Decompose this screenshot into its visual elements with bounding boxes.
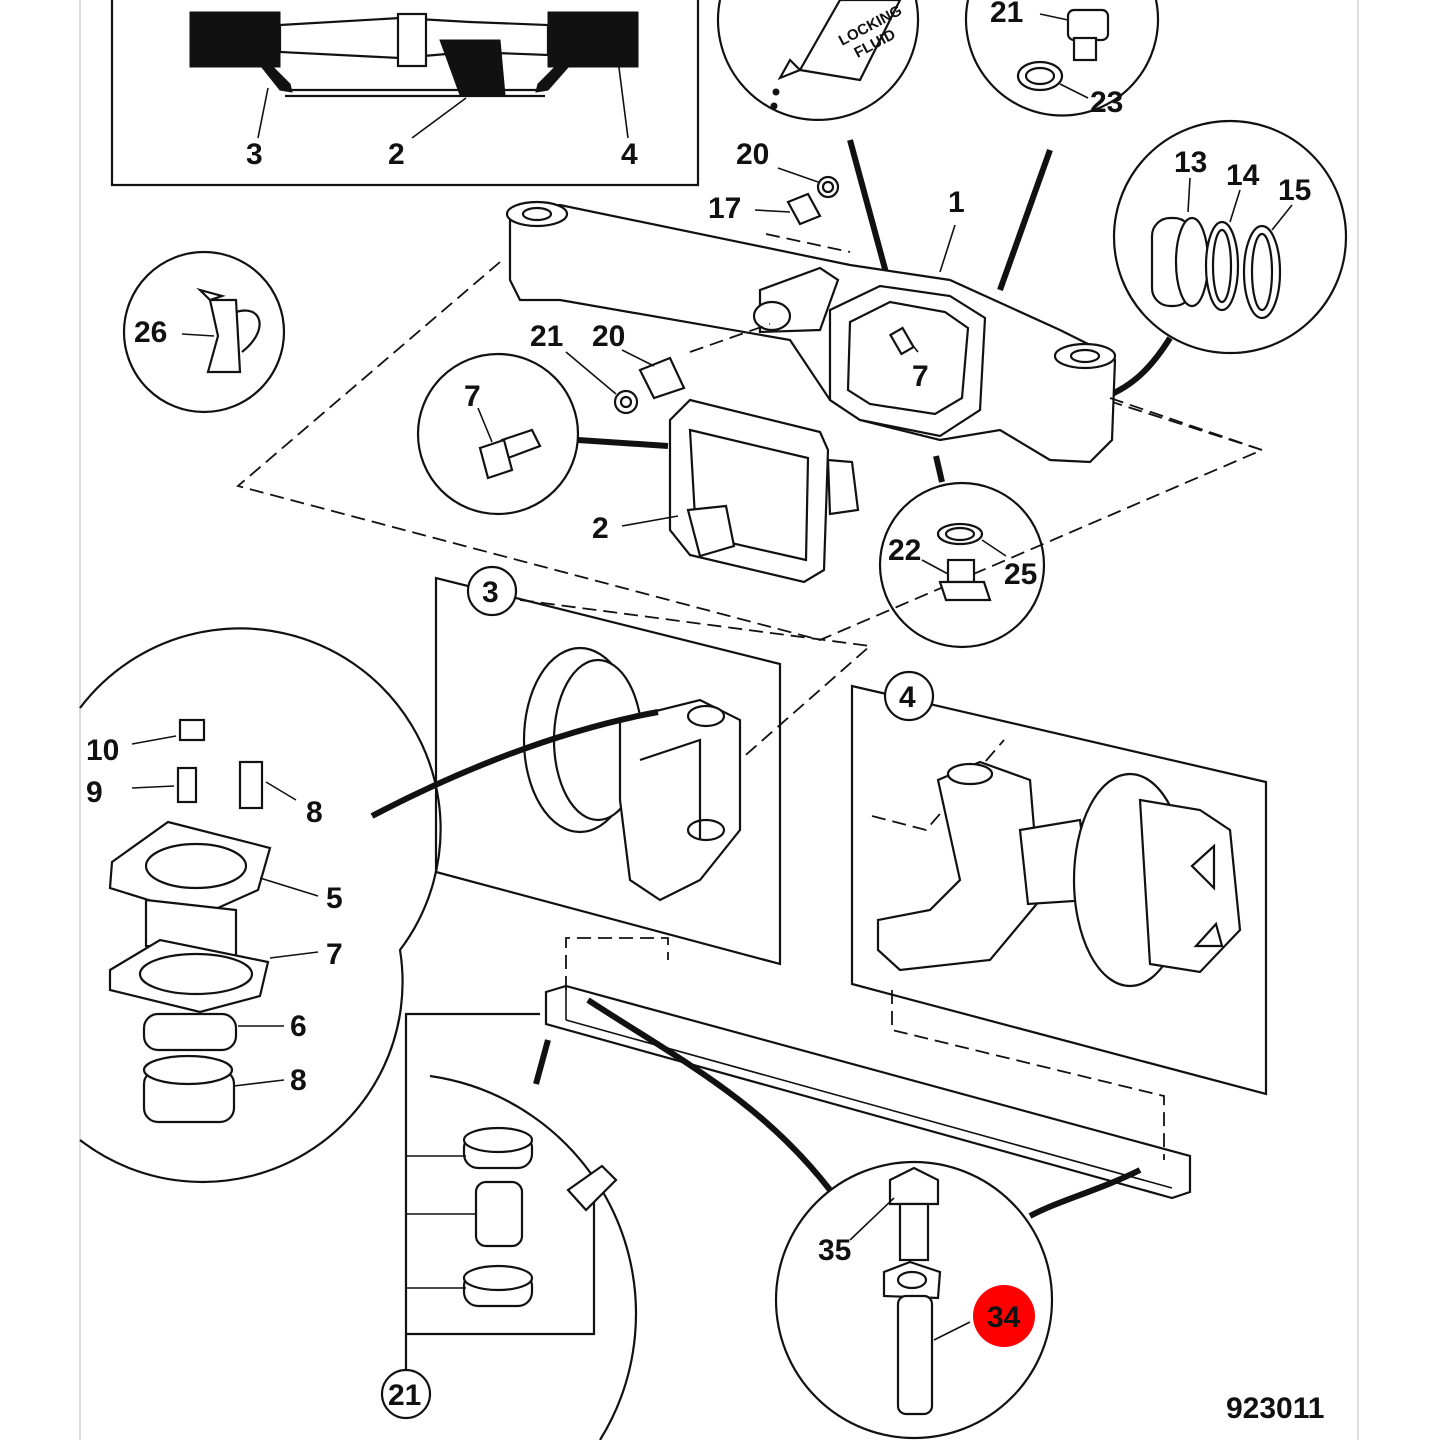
panel-3-badge — [466, 565, 518, 617]
callout-5: 5 — [326, 882, 343, 915]
callout-35: 35 — [818, 1234, 851, 1267]
callout-21-top: 20 — [736, 138, 769, 171]
callout-6: 6 — [290, 1010, 307, 1043]
diff-carrier-part-2: 2 — [592, 398, 860, 584]
callout-14: 10 — [86, 734, 119, 767]
callout-7-kingpin: 7 — [326, 938, 343, 971]
callout-26-top: 23 — [1090, 86, 1123, 119]
callout-26-bottom: 25 — [1004, 558, 1037, 591]
bolt-detail: 7 — [416, 352, 669, 516]
callout-25: 22 — [888, 534, 921, 567]
callout-2-diff: 2 — [592, 512, 609, 545]
callout-22: 21 — [388, 1379, 421, 1412]
callout-34: 34 — [987, 1301, 1021, 1334]
panel-4-badge — [883, 670, 935, 722]
cross-beam — [533, 937, 1192, 1219]
bush-set-top: 20 17 — [708, 138, 851, 253]
callout-34-highlight — [973, 1285, 1035, 1347]
locking-fluid-tube-icon — [798, 0, 902, 82]
pivot-bush-detail: 21 — [380, 1012, 638, 1441]
kingpin-detail-left: 10 9 8 5 7 6 8 — [79, 627, 659, 1184]
callout-21-bottom: 21 — [530, 320, 563, 353]
oil-jug-icon — [206, 298, 242, 374]
callout-10: 7 — [912, 360, 929, 393]
callout-20-bottom: 20 — [592, 320, 625, 353]
callout-4-overview: 4 — [621, 138, 638, 171]
panel-4-right-hub: 4 — [850, 670, 1268, 1096]
callout-13: 9 — [86, 776, 103, 809]
pivot-pin-detail: 35 34 — [774, 1160, 1054, 1440]
callout-15: 13 — [1174, 146, 1207, 179]
oil-jug-detail: 26 — [122, 250, 286, 414]
callout-8: 8 — [290, 1064, 307, 1097]
panel-3-label: 3 — [482, 576, 499, 609]
callout-7-bolt: 7 — [464, 380, 481, 413]
callout-16: 14 — [1226, 159, 1260, 192]
locking-fluid-detail: LOCKING FLUID — [716, 0, 920, 281]
axle-overview-inset: 3 2 4 — [110, 0, 700, 187]
panel-3-left-hub: 3 — [434, 565, 873, 966]
callout-3-overview: 3 — [246, 138, 263, 171]
callout-17: 15 — [1278, 174, 1311, 207]
callout-20-top: 17 — [708, 192, 741, 225]
bearing-detail: 13 14 15 — [1100, 119, 1348, 401]
callout-1: 1 — [948, 186, 965, 219]
bush-set-bottom: 21 20 — [530, 320, 771, 415]
callout-9: 8 — [306, 796, 323, 829]
axle-housing-part-1: 1 7 — [505, 186, 1263, 464]
drain-plug-detail-bottom: 22 25 — [878, 455, 1046, 649]
callout-23: 21 — [990, 0, 1023, 29]
callout-28: 26 — [134, 316, 167, 349]
figure-number: 923011 — [1226, 1392, 1324, 1425]
drain-plug-detail-top: 21 23 — [964, 0, 1160, 292]
panel-4-label: 4 — [899, 681, 916, 714]
callout-2-overview: 2 — [388, 138, 405, 171]
